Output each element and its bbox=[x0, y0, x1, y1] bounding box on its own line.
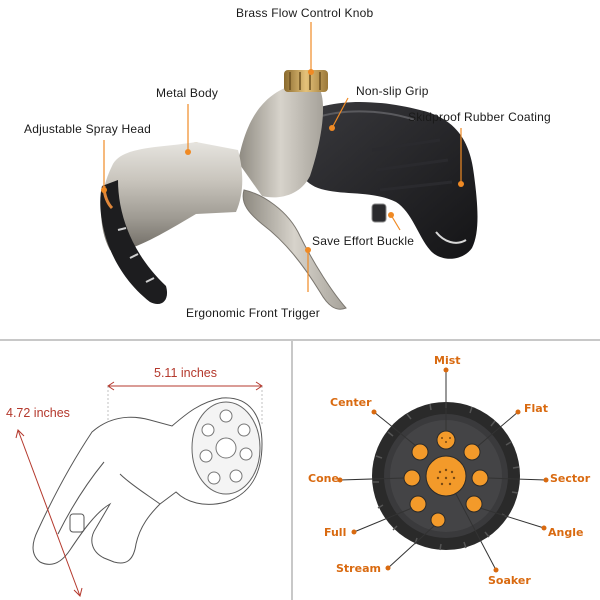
product-photo-panel: Brass Flow Control Knob Metal Body Non-s… bbox=[24, 6, 551, 320]
width-dimension-label: 5.11 inches bbox=[154, 366, 218, 380]
pattern-label-full: Full bbox=[324, 526, 347, 539]
pattern-label-stream: Stream bbox=[336, 562, 381, 575]
nozzle-stream bbox=[430, 512, 446, 528]
callout-coating: Skidproof Rubber Coating bbox=[408, 110, 551, 124]
pattern-label-flat: Flat bbox=[524, 402, 548, 415]
nozzle-cone bbox=[403, 469, 421, 487]
callout-buckle: Save Effort Buckle bbox=[312, 234, 415, 248]
callout-body: Metal Body bbox=[156, 86, 219, 100]
pattern-label-soaker: Soaker bbox=[488, 574, 531, 587]
callout-grip: Non-slip Grip bbox=[356, 84, 429, 98]
nozzle-soaker bbox=[425, 455, 467, 497]
spray-nozzle-illustration bbox=[100, 22, 478, 310]
callout-knob: Brass Flow Control Knob bbox=[236, 6, 374, 20]
dimensions-sketch bbox=[15, 381, 263, 597]
spray-patterns-panel: Mist Center Flat Cone Sector Full Angle … bbox=[296, 344, 600, 600]
pattern-label-center: Center bbox=[330, 396, 372, 409]
callout-head: Adjustable Spray Head bbox=[24, 122, 151, 136]
callout-trigger: Ergonomic Front Trigger bbox=[186, 306, 320, 320]
nozzle-full bbox=[409, 495, 427, 513]
horizontal-divider bbox=[0, 339, 600, 341]
nozzle-flat bbox=[463, 443, 481, 461]
nozzle-angle bbox=[465, 495, 483, 513]
spray-dial bbox=[337, 367, 549, 573]
vertical-divider bbox=[291, 341, 293, 600]
spray-head-shape bbox=[100, 180, 168, 305]
pattern-label-cone: Cone bbox=[308, 472, 339, 485]
pattern-label-angle: Angle bbox=[548, 526, 584, 539]
trigger-shape bbox=[242, 189, 347, 310]
pattern-label-sector: Sector bbox=[550, 472, 591, 485]
pattern-label-mist: Mist bbox=[434, 354, 461, 367]
nozzle-sector bbox=[471, 469, 489, 487]
dimensions-panel: 5.11 inches 4.72 inches bbox=[0, 344, 288, 600]
nozzle-center bbox=[411, 443, 429, 461]
height-dimension-label: 4.72 inches bbox=[6, 406, 70, 420]
buckle-shape bbox=[371, 203, 387, 223]
nozzle-mist bbox=[436, 430, 456, 450]
brass-knob-shape bbox=[284, 70, 328, 92]
